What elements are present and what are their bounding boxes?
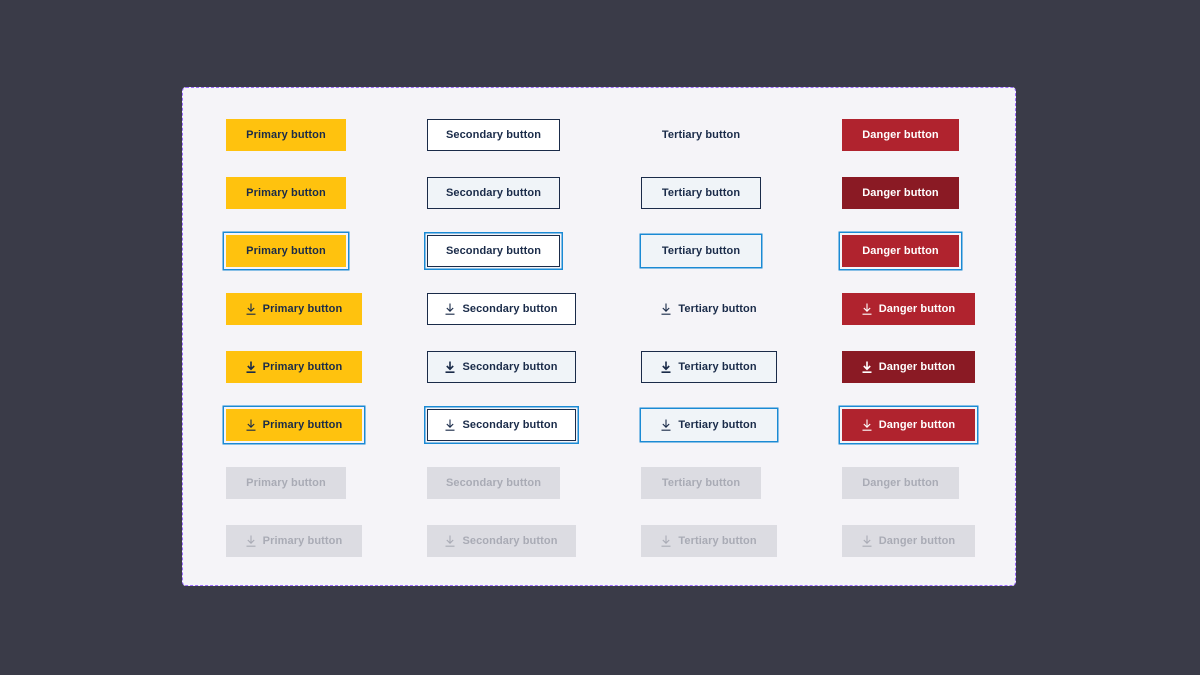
tertiary-button-default[interactable]: Tertiary button — [641, 119, 761, 151]
button-label: Primary button — [246, 245, 326, 257]
button-label: Secondary button — [462, 419, 558, 431]
download-icon — [445, 535, 455, 547]
button-label: Danger button — [878, 535, 956, 547]
row-icon-default: Primary button Secondary button Tertiary… — [183, 293, 1015, 325]
download-icon — [862, 303, 872, 315]
tertiary-button-focus[interactable]: Tertiary button — [641, 235, 761, 267]
primary-button-hover[interactable]: Primary button — [226, 177, 346, 209]
button-label: Secondary button — [445, 187, 542, 199]
tertiary-button-hover[interactable]: Tertiary button — [641, 177, 761, 209]
button-label: Danger button — [878, 303, 956, 315]
danger-icon-button-disabled: Danger button — [842, 525, 975, 557]
danger-button-focus[interactable]: Danger button — [842, 235, 959, 267]
danger-button-default[interactable]: Danger button — [842, 119, 959, 151]
danger-icon-button-hover[interactable]: Danger button — [842, 351, 975, 383]
download-icon — [661, 303, 671, 315]
tertiary-button-disabled: Tertiary button — [641, 467, 761, 499]
download-icon — [862, 535, 872, 547]
danger-icon-button-default[interactable]: Danger button — [842, 293, 975, 325]
secondary-icon-button-default[interactable]: Secondary button — [427, 293, 576, 325]
button-label: Primary button — [262, 361, 343, 373]
button-label: Secondary button — [445, 477, 542, 489]
button-label: Tertiary button — [678, 303, 757, 315]
download-icon — [862, 361, 872, 373]
button-label: Secondary button — [462, 361, 558, 373]
button-label: Primary button — [262, 419, 343, 431]
button-label: Secondary button — [462, 535, 558, 547]
button-label: Secondary button — [462, 303, 558, 315]
secondary-icon-button-disabled: Secondary button — [427, 525, 576, 557]
danger-button-hover[interactable]: Danger button — [842, 177, 959, 209]
secondary-icon-button-focus[interactable]: Secondary button — [427, 409, 576, 441]
download-icon — [246, 535, 256, 547]
row-hover: Primary button Secondary button Tertiary… — [183, 177, 1015, 209]
button-label: Primary button — [246, 129, 326, 141]
primary-icon-button-hover[interactable]: Primary button — [226, 351, 362, 383]
row-default: Primary button Secondary button Tertiary… — [183, 119, 1015, 151]
button-label: Secondary button — [445, 245, 542, 257]
danger-icon-button-focus[interactable]: Danger button — [842, 409, 975, 441]
button-states-frame: Primary button Secondary button Tertiary… — [182, 87, 1016, 586]
secondary-icon-button-hover[interactable]: Secondary button — [427, 351, 576, 383]
button-label: Danger button — [862, 245, 939, 257]
button-label: Tertiary button — [678, 419, 757, 431]
button-label: Danger button — [878, 361, 956, 373]
download-icon — [661, 535, 671, 547]
danger-button-disabled: Danger button — [842, 467, 959, 499]
button-label: Tertiary button — [678, 535, 757, 547]
button-label: Danger button — [878, 419, 956, 431]
primary-icon-button-disabled: Primary button — [226, 525, 362, 557]
tertiary-icon-button-disabled: Tertiary button — [641, 525, 777, 557]
download-icon — [661, 361, 671, 373]
button-label: Danger button — [862, 477, 939, 489]
secondary-button-default[interactable]: Secondary button — [427, 119, 560, 151]
download-icon — [445, 361, 455, 373]
row-focus: Primary button Secondary button Tertiary… — [183, 235, 1015, 267]
button-label: Danger button — [862, 187, 939, 199]
button-label: Tertiary button — [661, 477, 741, 489]
secondary-button-focus[interactable]: Secondary button — [427, 235, 560, 267]
button-label: Primary button — [262, 303, 343, 315]
primary-button-focus[interactable]: Primary button — [226, 235, 346, 267]
button-label: Tertiary button — [661, 245, 741, 257]
button-label: Primary button — [246, 187, 326, 199]
row-icon-hover: Primary button Secondary button Tertiary… — [183, 351, 1015, 383]
download-icon — [661, 419, 671, 431]
primary-button-default[interactable]: Primary button — [226, 119, 346, 151]
primary-icon-button-focus[interactable]: Primary button — [226, 409, 362, 441]
primary-icon-button-default[interactable]: Primary button — [226, 293, 362, 325]
download-icon — [445, 303, 455, 315]
tertiary-icon-button-focus[interactable]: Tertiary button — [641, 409, 777, 441]
button-label: Primary button — [246, 477, 326, 489]
button-label: Danger button — [862, 129, 939, 141]
tertiary-icon-button-default[interactable]: Tertiary button — [641, 293, 777, 325]
row-icon-disabled: Primary button Secondary button Tertiary… — [183, 525, 1015, 557]
tertiary-icon-button-hover[interactable]: Tertiary button — [641, 351, 777, 383]
button-label: Tertiary button — [661, 129, 741, 141]
download-icon — [862, 419, 872, 431]
primary-button-disabled: Primary button — [226, 467, 346, 499]
row-icon-focus: Primary button Secondary button Tertiary… — [183, 409, 1015, 441]
download-icon — [246, 419, 256, 431]
download-icon — [246, 303, 256, 315]
download-icon — [246, 361, 256, 373]
button-label: Secondary button — [445, 129, 542, 141]
button-label: Tertiary button — [661, 187, 741, 199]
button-label: Primary button — [262, 535, 343, 547]
download-icon — [445, 419, 455, 431]
button-label: Tertiary button — [678, 361, 757, 373]
secondary-button-disabled: Secondary button — [427, 467, 560, 499]
secondary-button-hover[interactable]: Secondary button — [427, 177, 560, 209]
row-disabled: Primary button Secondary button Tertiary… — [183, 467, 1015, 499]
